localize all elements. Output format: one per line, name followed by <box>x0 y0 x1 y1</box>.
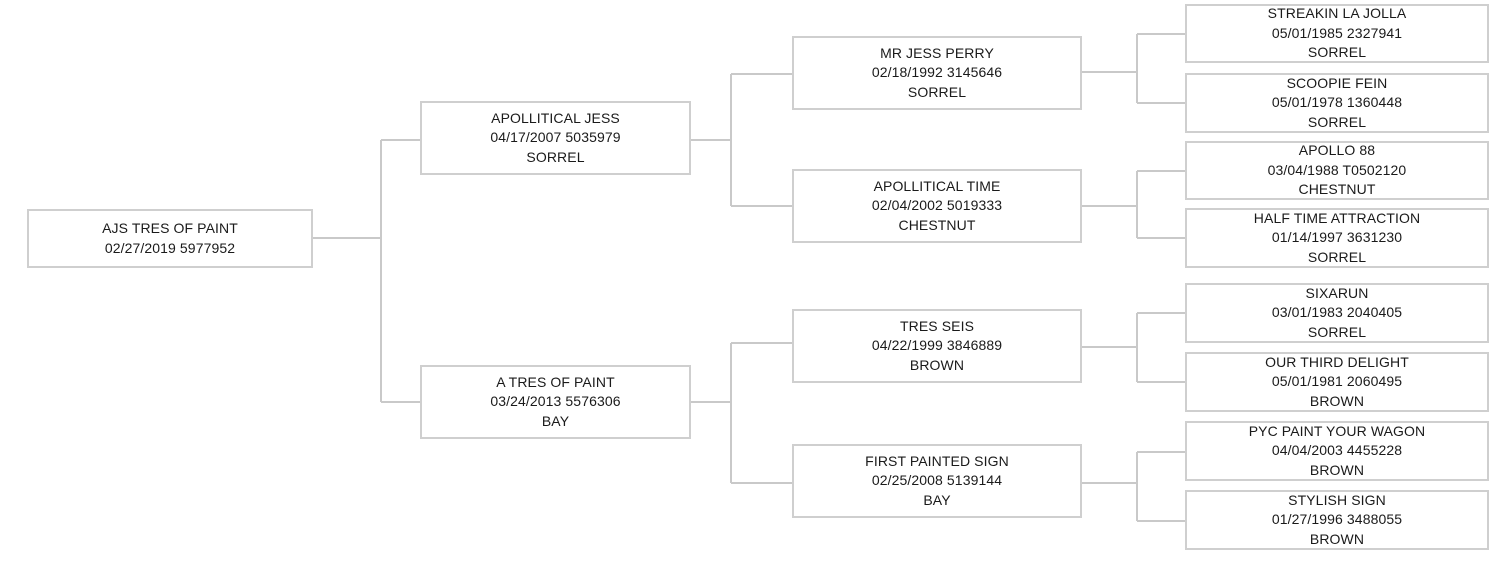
horse-color: BAY <box>541 412 570 429</box>
great-grandparent-node[interactable]: STYLISH SIGN 01/27/1996 3488055 BROWN <box>1185 490 1489 550</box>
horse-info: 05/01/1981 2060495 <box>1271 373 1403 390</box>
horse-color: BROWN <box>1309 530 1365 547</box>
horse-info: 04/22/1999 3846889 <box>871 337 1003 354</box>
great-grandparent-node[interactable]: APOLLO 88 03/04/1988 T0502120 CHESTNUT <box>1185 141 1489 200</box>
horse-color: CHESTNUT <box>898 216 976 233</box>
horse-info: 05/01/1978 1360448 <box>1271 94 1403 111</box>
horse-info: 02/18/1992 3145646 <box>871 64 1003 81</box>
horse-info: 03/04/1988 T0502120 <box>1267 161 1407 178</box>
horse-name: PYC PAINT YOUR WAGON <box>1248 422 1426 439</box>
horse-name: APOLLITICAL TIME <box>873 177 1001 194</box>
horse-info: 02/25/2008 5139144 <box>871 472 1003 489</box>
horse-name: STREAKIN LA JOLLA <box>1267 5 1407 22</box>
sire-sire-node[interactable]: MR JESS PERRY 02/18/1992 3145646 SORREL <box>792 36 1082 110</box>
horse-name: FIRST PAINTED SIGN <box>865 452 1009 469</box>
horse-color: SORREL <box>526 148 585 165</box>
horse-name: SCOOPIE FEIN <box>1286 74 1388 91</box>
horse-info: 04/04/2003 4455228 <box>1271 442 1403 459</box>
horse-name: APOLLO 88 <box>1298 142 1376 159</box>
horse-info: 01/27/1996 3488055 <box>1271 511 1403 528</box>
dam-sire-node[interactable]: TRES SEIS 04/22/1999 3846889 BROWN <box>792 309 1082 383</box>
subject-node[interactable]: AJS TRES OF PAINT 02/27/2019 5977952 <box>27 209 313 268</box>
horse-info: 02/27/2019 5977952 <box>104 239 236 256</box>
horse-color: SORREL <box>1307 44 1367 61</box>
sire-dam-node[interactable]: APOLLITICAL TIME 02/04/2002 5019333 CHES… <box>792 169 1082 243</box>
horse-name: TRES SEIS <box>899 317 975 334</box>
horse-name: MR JESS PERRY <box>880 44 994 61</box>
great-grandparent-node[interactable]: HALF TIME ATTRACTION 01/14/1997 3631230 … <box>1185 208 1489 268</box>
horse-info: 03/24/2013 5576306 <box>490 393 621 410</box>
great-grandparent-node[interactable]: OUR THIRD DELIGHT 05/01/1981 2060495 BRO… <box>1185 352 1489 412</box>
horse-name: OUR THIRD DELIGHT <box>1265 353 1409 370</box>
horse-color: SORREL <box>1307 323 1367 340</box>
horse-info: 05/01/1985 2327941 <box>1271 24 1403 41</box>
horse-color: BROWN <box>909 356 965 373</box>
horse-info: 03/01/1983 2040405 <box>1271 304 1403 321</box>
great-grandparent-node[interactable]: STREAKIN LA JOLLA 05/01/1985 2327941 SOR… <box>1185 4 1489 63</box>
great-grandparent-node[interactable]: SCOOPIE FEIN 05/01/1978 1360448 SORREL <box>1185 73 1489 133</box>
horse-name: AJS TRES OF PAINT <box>102 220 238 236</box>
horse-name: HALF TIME ATTRACTION <box>1253 209 1421 226</box>
horse-color: CHESTNUT <box>1298 181 1376 198</box>
great-grandparent-node[interactable]: SIXARUN 03/01/1983 2040405 SORREL <box>1185 283 1489 343</box>
dam-node[interactable]: A TRES OF PAINT 03/24/2013 5576306 BAY <box>420 365 691 439</box>
horse-info: 01/14/1997 3631230 <box>1271 229 1403 246</box>
horse-info: 02/04/2002 5019333 <box>871 197 1003 214</box>
dam-dam-node[interactable]: FIRST PAINTED SIGN 02/25/2008 5139144 BA… <box>792 444 1082 518</box>
horse-color: BROWN <box>1309 392 1365 409</box>
horse-color: SORREL <box>907 83 967 100</box>
great-grandparent-node[interactable]: PYC PAINT YOUR WAGON 04/04/2003 4455228 … <box>1185 421 1489 481</box>
horse-info: 04/17/2007 5035979 <box>490 129 621 146</box>
sire-node[interactable]: APOLLITICAL JESS 04/17/2007 5035979 SORR… <box>420 101 691 175</box>
horse-color: SORREL <box>1307 248 1367 265</box>
horse-color: BROWN <box>1309 461 1365 478</box>
horse-color: BAY <box>923 491 951 508</box>
horse-color: SORREL <box>1307 113 1367 130</box>
horse-name: STYLISH SIGN <box>1288 491 1386 508</box>
horse-name: SIXARUN <box>1305 284 1369 301</box>
horse-name: APOLLITICAL JESS <box>491 109 620 126</box>
horse-name: A TRES OF PAINT <box>496 373 615 390</box>
